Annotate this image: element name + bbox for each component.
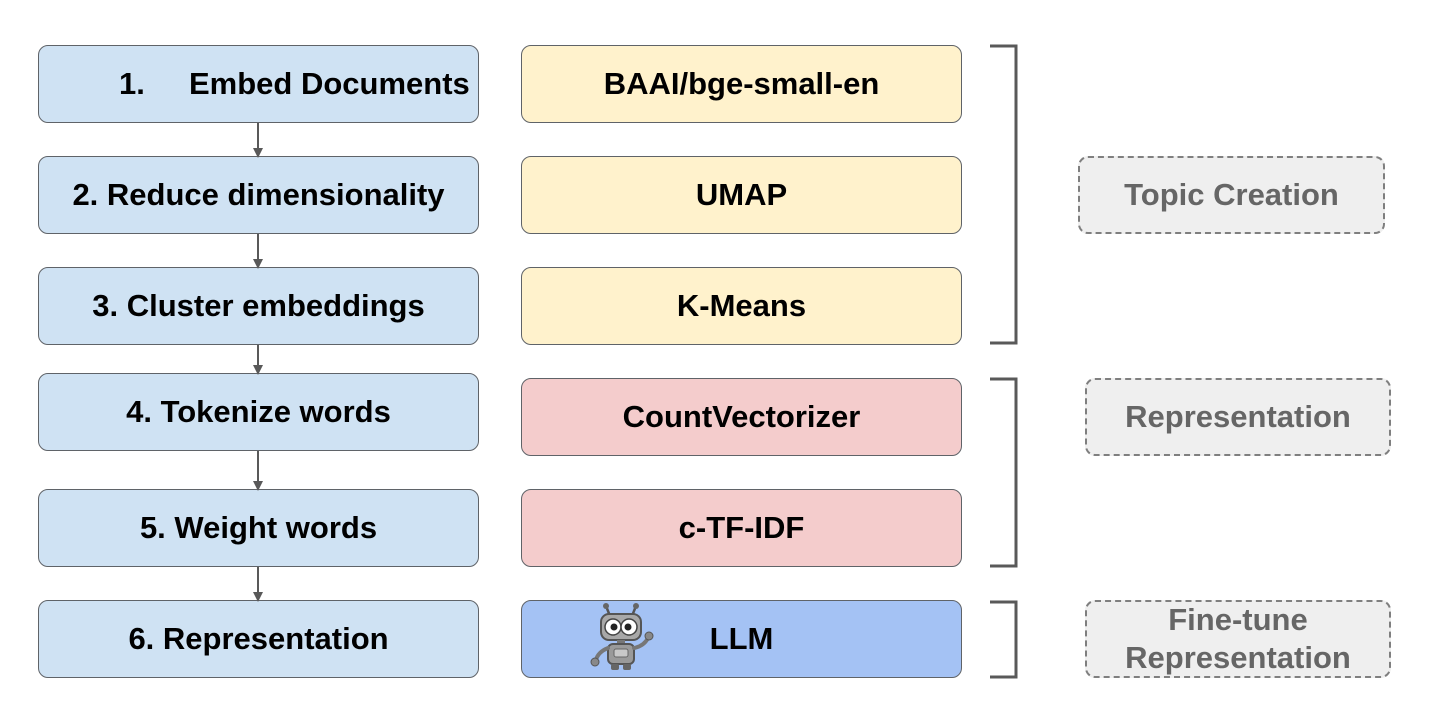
- group-label-topic-creation: Topic Creation: [1078, 156, 1385, 234]
- group-label-representation: Representation: [1085, 378, 1391, 456]
- step-number: 1.: [119, 66, 145, 101]
- group-brackets: [990, 44, 1018, 679]
- tool-label: BAAI/bge-small-en: [603, 66, 880, 101]
- step-embed-documents: 1. Embed Documents: [38, 45, 479, 123]
- group-label-fine-tune-representation: Fine-tune Representation: [1085, 600, 1391, 678]
- tool-label: UMAP: [695, 177, 788, 212]
- robot-icon: [590, 603, 654, 670]
- group-label-text-line-2: Representation: [1125, 640, 1351, 675]
- tool-embedding-model: BAAI/bge-small-en: [521, 45, 962, 123]
- bracket-topic-creation: [990, 44, 1018, 345]
- group-label-text-line-1: Fine-tune: [1168, 602, 1308, 637]
- bracket-fine-tune: [990, 600, 1018, 679]
- group-label-text: Topic Creation: [1124, 177, 1339, 212]
- step-label: Embed Documents: [189, 66, 470, 101]
- step-label: 2. Reduce dimensionality: [72, 177, 445, 212]
- step-representation: 6. Representation: [38, 600, 479, 678]
- tool-label: CountVectorizer: [622, 399, 861, 434]
- step-label: 6. Representation: [128, 621, 389, 656]
- step-weight-words: 5. Weight words: [38, 489, 479, 567]
- step-tokenize-words: 4. Tokenize words: [38, 373, 479, 451]
- group-label-text: Representation: [1125, 399, 1351, 434]
- tool-label: K-Means: [676, 288, 807, 323]
- step-cluster-embeddings: 3. Cluster embeddings: [38, 267, 479, 345]
- tool-umap: UMAP: [521, 156, 962, 234]
- step-label: 4. Tokenize words: [126, 394, 391, 429]
- bracket-representation: [990, 377, 1018, 568]
- tool-label: c-TF-IDF: [678, 510, 805, 545]
- step-label: 3. Cluster embeddings: [92, 288, 425, 323]
- tool-kmeans: K-Means: [521, 267, 962, 345]
- step-label: 5. Weight words: [139, 510, 378, 545]
- tool-countvectorizer: CountVectorizer: [521, 378, 962, 456]
- tool-ctfidf: c-TF-IDF: [521, 489, 962, 567]
- tool-label: LLM: [709, 621, 774, 656]
